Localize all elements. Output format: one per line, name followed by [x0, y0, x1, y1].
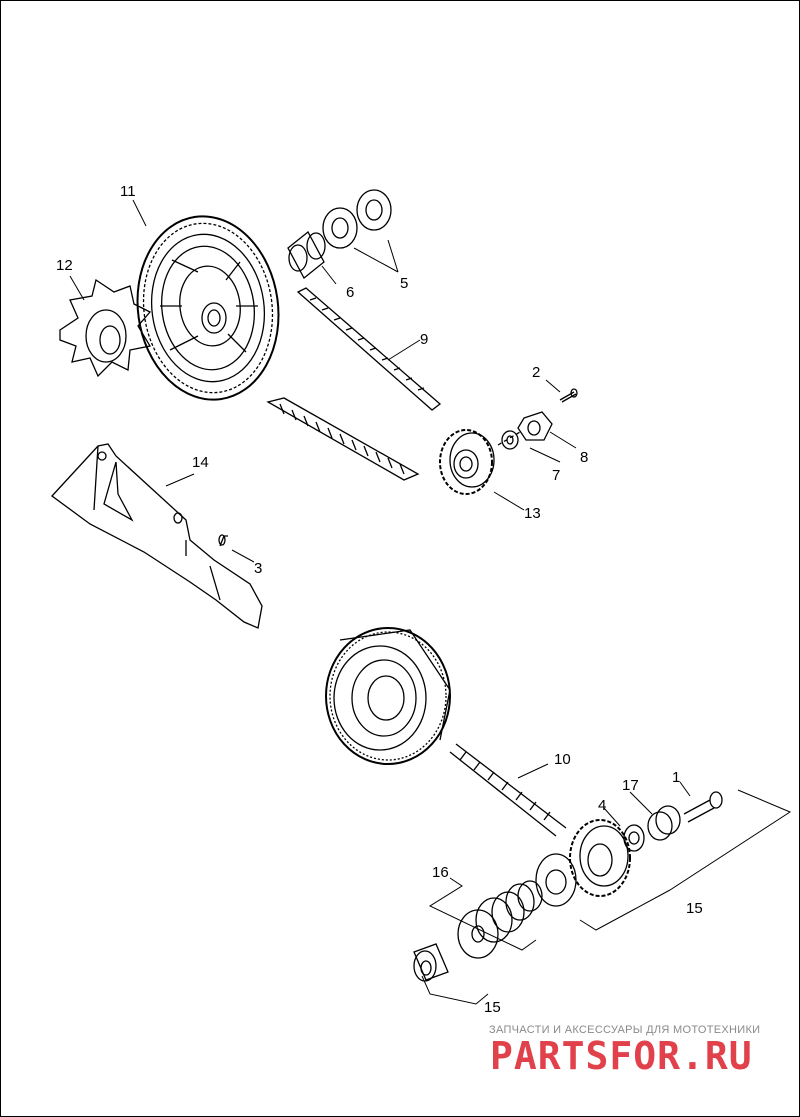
watermark-tagline: ЗАПЧАСТИ И АКСЕССУАРЫ ДЛЯ МОТОТЕХНИКИ	[489, 1024, 761, 1036]
callout-1: 1	[672, 769, 680, 786]
bearing-pair	[322, 189, 392, 249]
drive-belt	[266, 287, 442, 481]
clutch-basket	[325, 627, 451, 765]
spring-washers	[457, 880, 543, 959]
fan-component	[59, 278, 152, 378]
callout-6: 6	[346, 284, 354, 301]
spacer	[287, 231, 326, 279]
retainer-plate	[517, 411, 553, 441]
nut	[501, 430, 519, 450]
transmission-sprocket	[439, 429, 495, 495]
callout-12: 12	[56, 257, 73, 274]
leader-lines	[69, 199, 792, 1005]
callout-2: 2	[532, 364, 540, 381]
primary-chain	[449, 743, 567, 837]
callout-9: 9	[420, 331, 428, 348]
bolt-2	[559, 388, 578, 403]
callout-4: 4	[598, 797, 606, 814]
callout-16: 16	[432, 864, 449, 881]
washer-4	[623, 824, 645, 852]
rear-belt-sprocket	[136, 215, 280, 401]
callout-17: 17	[622, 777, 639, 794]
callout-7: 7	[552, 467, 560, 484]
screw-3	[218, 534, 228, 547]
callout-11: 11	[120, 183, 136, 200]
bearing-17	[647, 805, 681, 841]
callout-15-upper: 15	[686, 900, 703, 917]
callout-15-lower: 15	[484, 999, 501, 1016]
callout-3: 3	[254, 560, 262, 577]
belt-guard	[51, 443, 263, 629]
callout-14: 14	[192, 454, 209, 471]
bolt-1	[683, 791, 723, 823]
callout-8: 8	[580, 449, 588, 466]
callout-10: 10	[554, 751, 571, 768]
watermark-logo: PARTSFOR.RU	[490, 1034, 753, 1078]
compensating-sprocket	[535, 819, 631, 907]
callout-13: 13	[524, 505, 541, 522]
splined-hub	[413, 943, 449, 982]
callout-5: 5	[400, 275, 408, 292]
